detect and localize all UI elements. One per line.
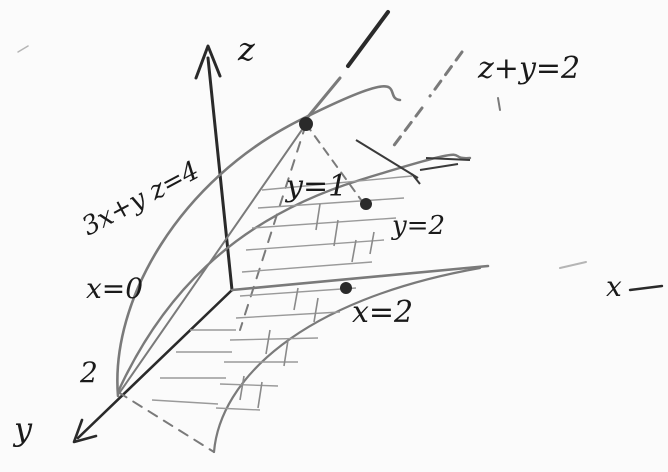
y2-label: y=2 xyxy=(391,211,445,241)
x-axis-arrow-stub xyxy=(628,284,664,292)
point-y2 xyxy=(360,198,372,210)
stray-mark xyxy=(497,97,501,111)
x2-label: x=2 xyxy=(352,295,413,330)
x-axis xyxy=(230,261,587,292)
surface-label: 3x+y z=4 xyxy=(77,156,204,243)
x0-label: x=0 xyxy=(86,272,143,305)
surface-inner-curve xyxy=(116,153,472,394)
point-x2 xyxy=(340,282,352,294)
y-axis-label: y xyxy=(12,410,33,448)
stray-mark-2 xyxy=(17,45,29,53)
edge-line xyxy=(119,123,307,393)
surface-lower-curve xyxy=(212,266,482,454)
shaded-region xyxy=(151,175,413,411)
dashed-lower xyxy=(117,391,215,453)
z-axis-label: z xyxy=(237,30,256,68)
dashed-y1 xyxy=(305,123,365,205)
region-ticks xyxy=(239,203,375,409)
x-axis-label: x xyxy=(606,270,622,303)
plane-label: z+y=2 xyxy=(477,51,580,86)
surface-outer-curve xyxy=(116,85,402,398)
point-top xyxy=(299,117,313,131)
y-intercept-label: 2 xyxy=(79,356,98,389)
y-axis xyxy=(72,288,234,444)
y1-label: y=1 xyxy=(284,169,347,204)
plane-x-plus-y-line xyxy=(300,10,464,150)
y2-lines xyxy=(355,139,471,185)
